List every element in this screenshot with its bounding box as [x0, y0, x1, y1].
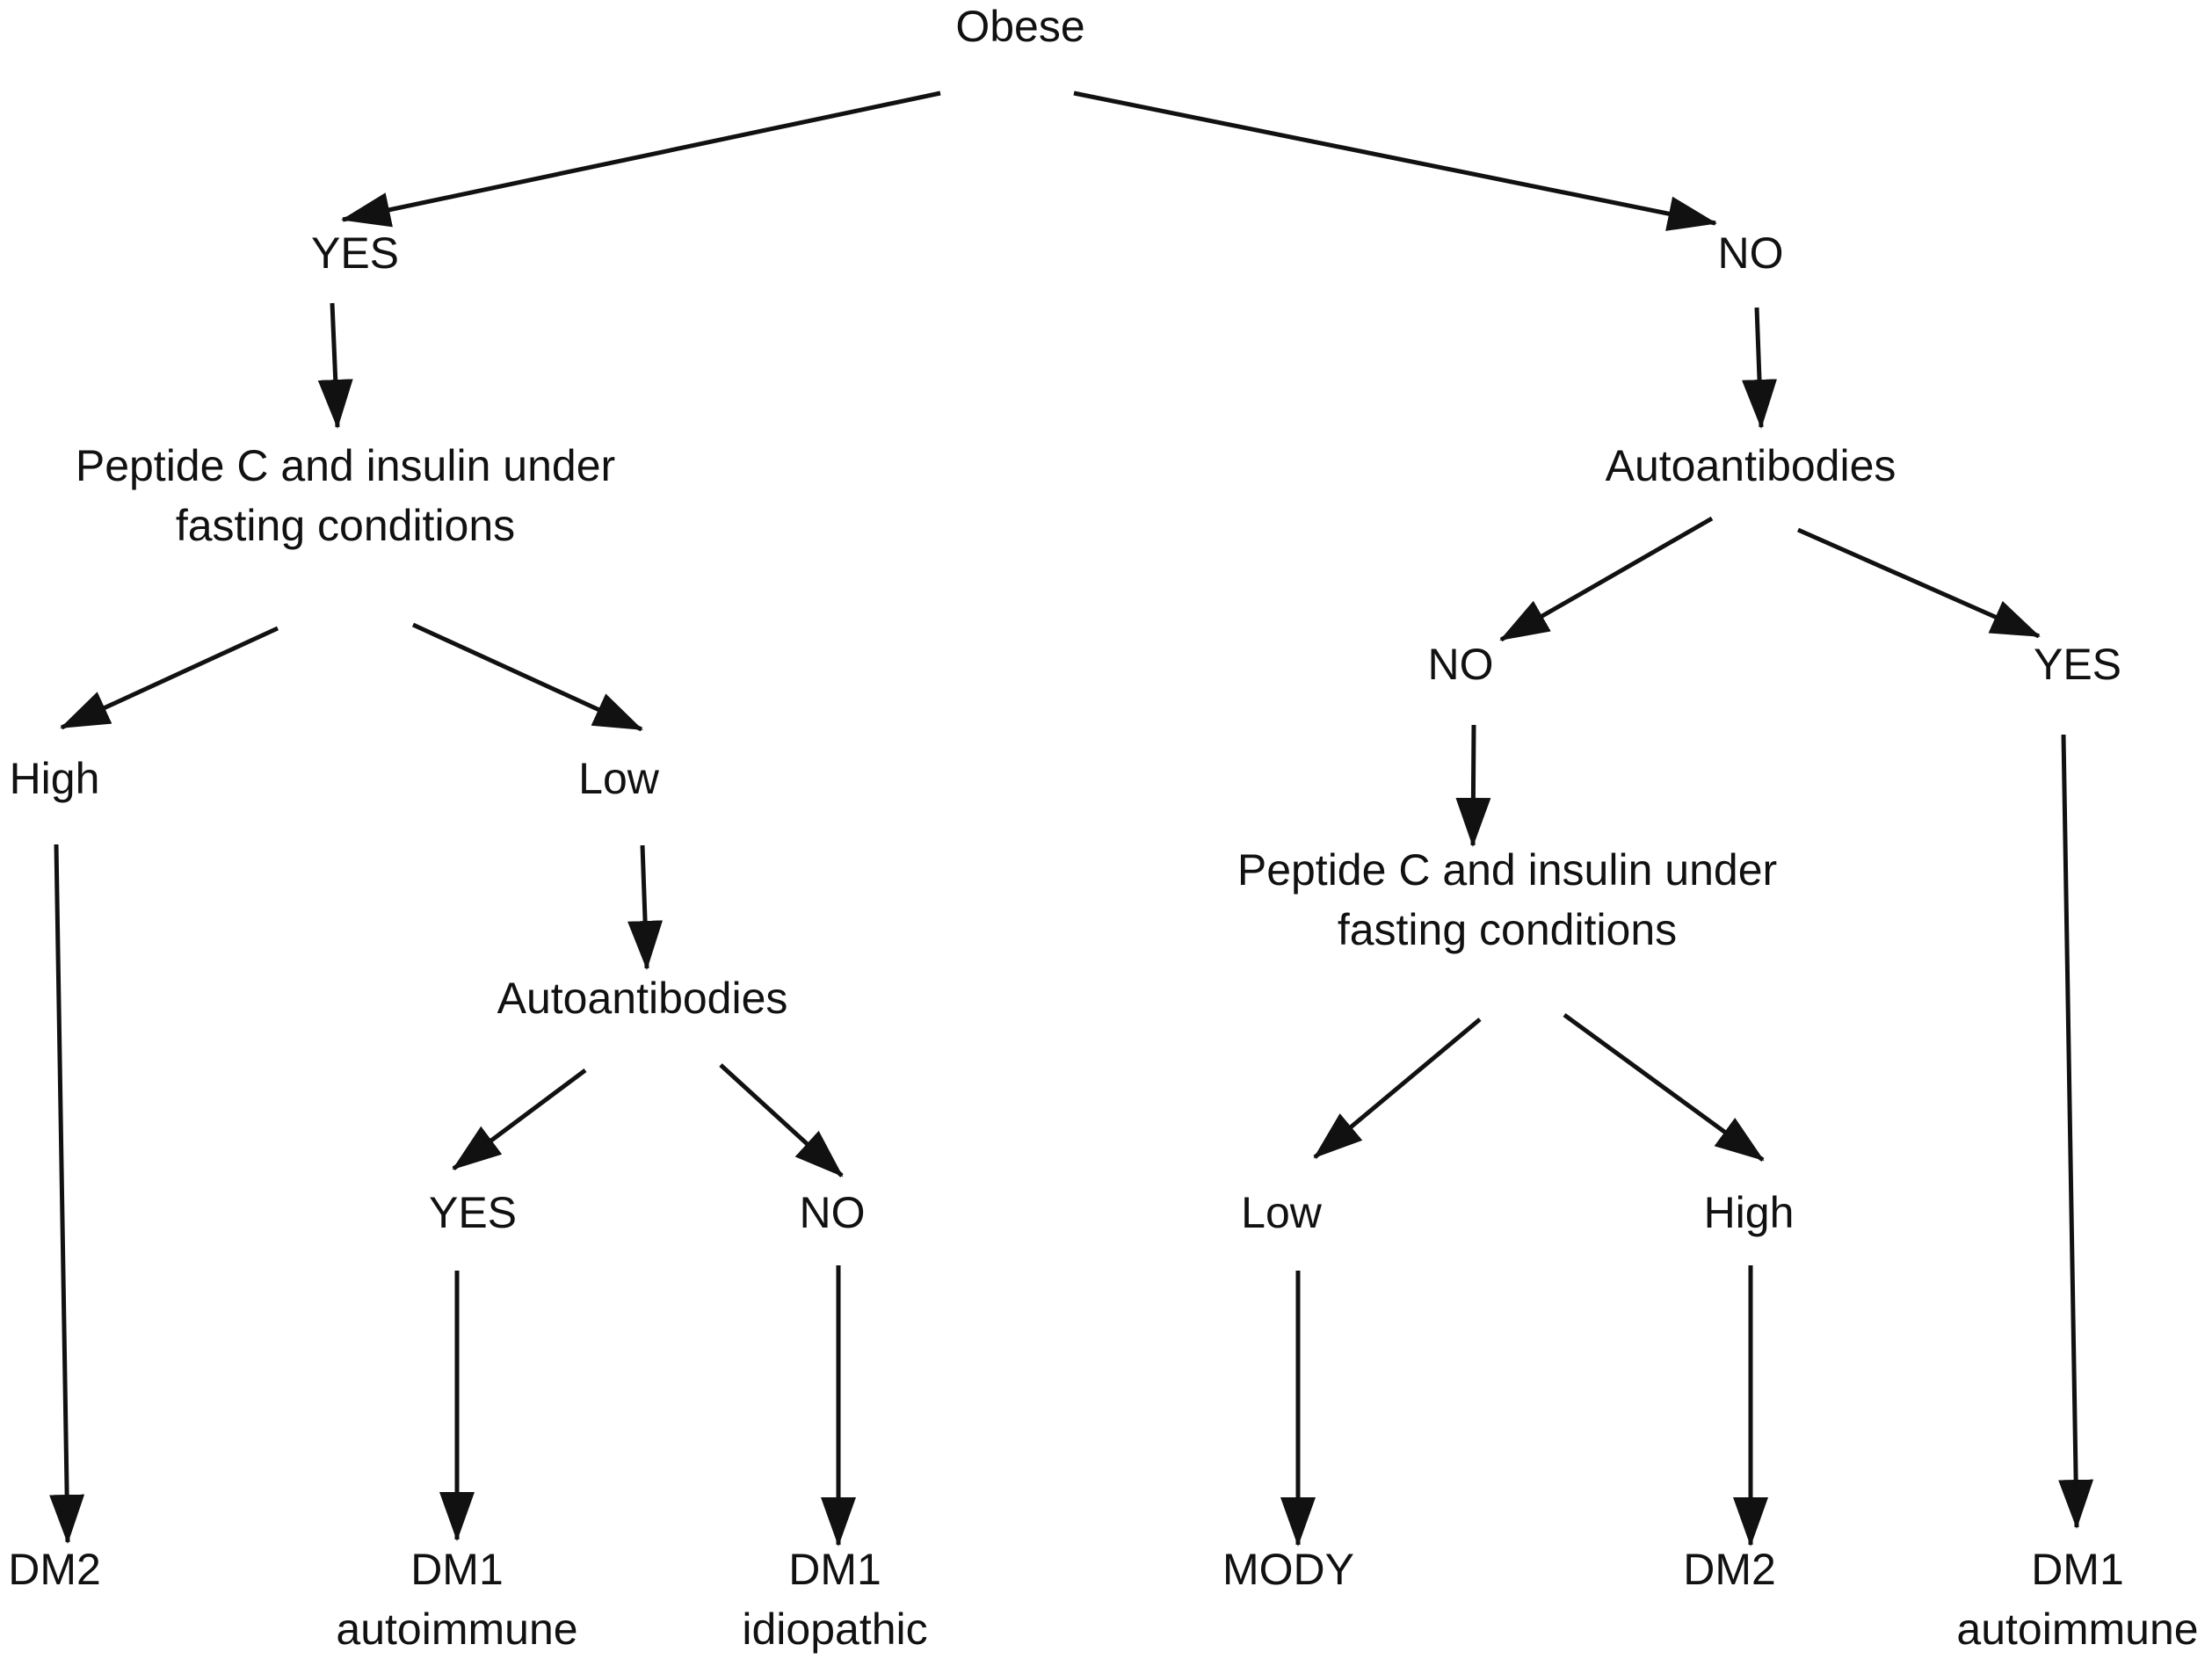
node-autoantibodies-right: Autoantibodies [1605, 441, 1897, 490]
node-high-right-2: High [1703, 1188, 1795, 1237]
node-yes-left: YES [310, 228, 400, 278]
node-high-left: High [9, 754, 100, 803]
node-yes-left-2: YES [428, 1188, 518, 1237]
arrow-peptide-to-low2 [1313, 1018, 1482, 1159]
node-low-left: Low [578, 754, 659, 803]
outcome-dm2-right: DM2 [1683, 1545, 1776, 1594]
node-autoantibodies-left: Autoantibodies [497, 974, 788, 1023]
arrow-obese-to-yes [341, 91, 941, 228]
outcome-mody: MODY [1222, 1545, 1354, 1594]
node-yes-right-2: YES [2033, 640, 2122, 689]
arrow-autoantibodies-to-no2 [719, 1063, 844, 1177]
arrow-low-to-autoantibodies [627, 844, 664, 970]
arrow-autoantibodies-to-yes2 [452, 1068, 587, 1171]
node-no-left-2: NO [799, 1188, 866, 1237]
outcome-dm2-left: DM2 [8, 1545, 101, 1594]
arrow-yes-to-dm1-autoimmune [2058, 734, 2094, 1529]
arrow-autoantibodies-to-no [1499, 516, 1714, 642]
arrow-high-to-dm2 [49, 844, 85, 1544]
node-low-right-2: Low [1241, 1188, 1322, 1237]
node-no-right: NO [1717, 228, 1784, 278]
arrow-peptide-to-high [60, 626, 279, 730]
arrow-obese-to-no [1073, 91, 1717, 231]
arrow-autoantibodies-to-yes [1796, 527, 2041, 639]
arrow-peptide-to-low [411, 622, 643, 732]
node-obese: Obese [955, 2, 1085, 51]
arrow-peptide-to-high2 [1563, 1012, 1765, 1163]
arrow-no-to-autoantibodies [1742, 307, 1778, 429]
arrow-no-to-peptide [1455, 724, 1491, 847]
node-no-right-2: NO [1427, 640, 1494, 689]
arrow-yes-to-peptide [317, 302, 353, 429]
